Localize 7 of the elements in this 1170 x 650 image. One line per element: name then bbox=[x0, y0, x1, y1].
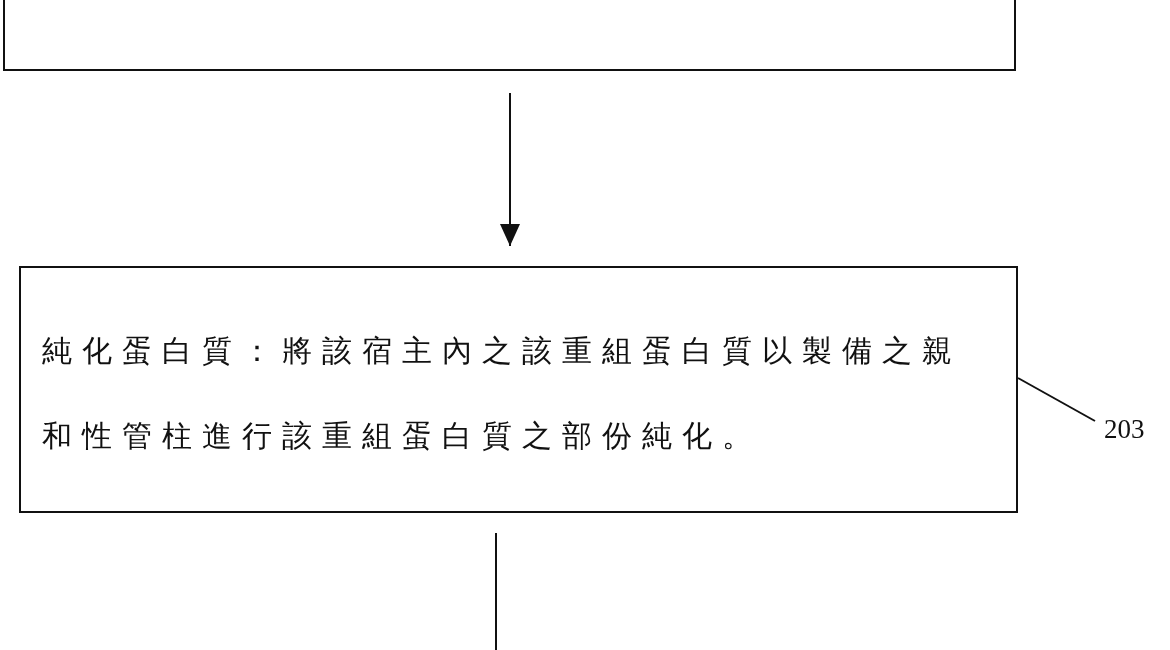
process-box bbox=[3, 0, 1016, 71]
reference-number: 203 bbox=[1104, 414, 1162, 444]
leader-line bbox=[1017, 377, 1096, 422]
arrow bbox=[500, 92, 520, 247]
process-box bbox=[19, 266, 1018, 513]
step-description: 純化蛋白質：將該宿主內之該重組蛋白質以製備之親和性管柱進行該重組蛋白質之部份純化。 bbox=[42, 332, 963, 455]
connector-line bbox=[495, 532, 497, 650]
